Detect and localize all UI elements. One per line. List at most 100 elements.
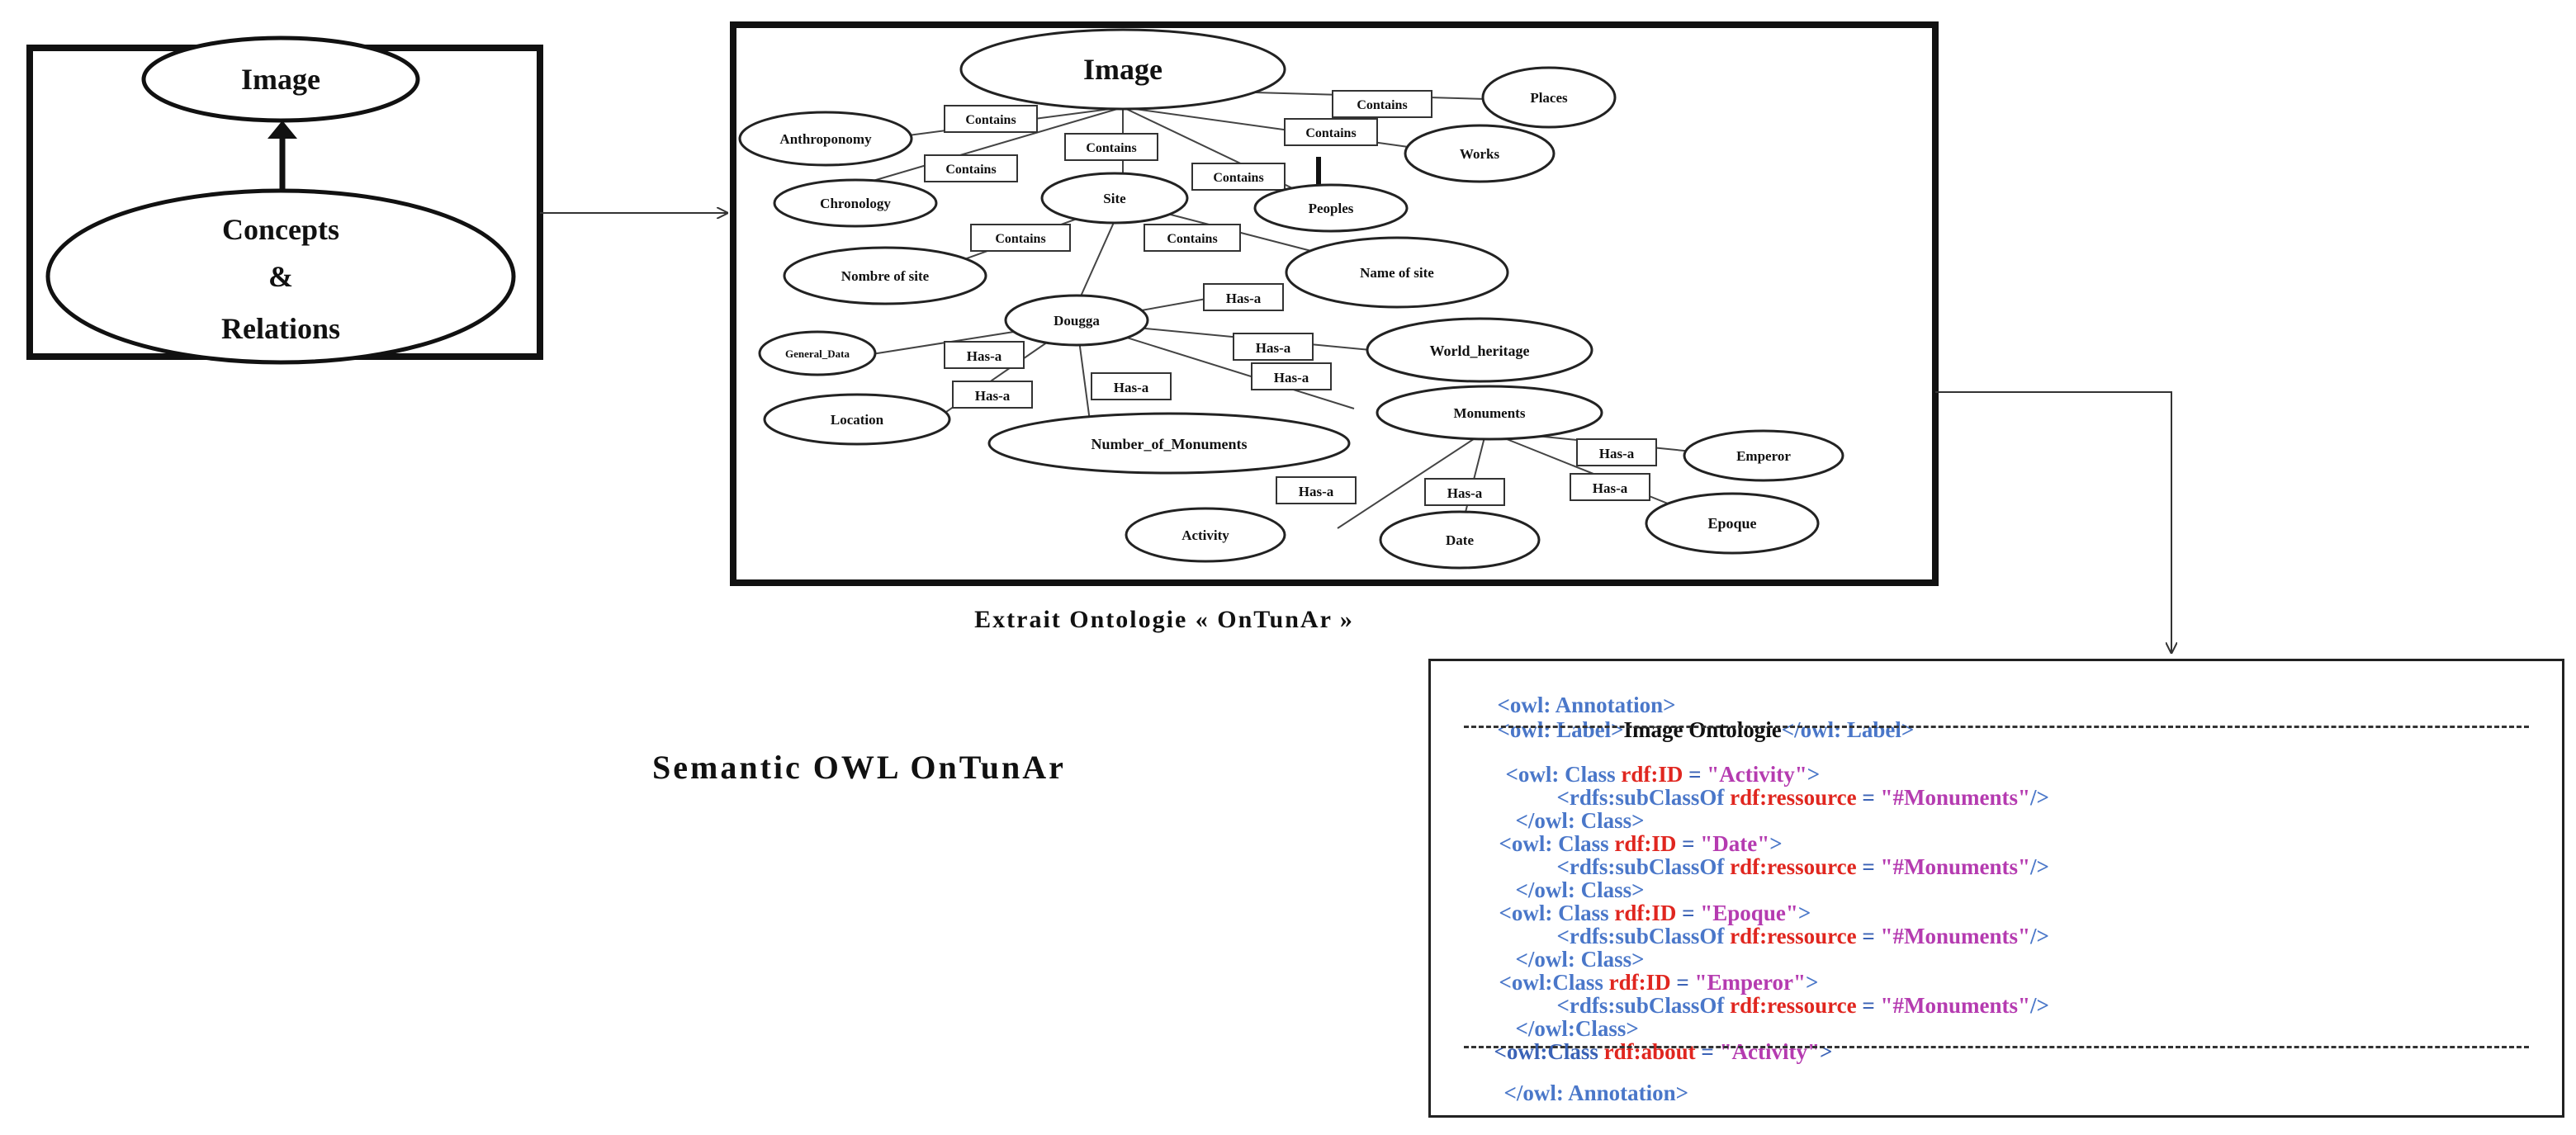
rel-hasa-epoque: Has-a: [1570, 473, 1650, 501]
svg-text:Has-a: Has-a: [1599, 446, 1635, 461]
rel-contains-anthroponomy: Contains: [944, 105, 1038, 133]
rel-contains-peoples: Contains: [1191, 163, 1286, 191]
svg-text:Emperor: Emperor: [1736, 448, 1791, 464]
svg-text:Activity: Activity: [1181, 527, 1229, 543]
node-image: Image: [959, 28, 1286, 111]
owl-divider-top: [1464, 726, 2529, 728]
owl-line-class-activity: <owl: Class rdf:ID = "Activity">: [1505, 762, 1821, 787]
svg-text:Peoples: Peoples: [1309, 201, 1354, 216]
rel-hasa-location: Has-a: [952, 381, 1033, 409]
rel-hasa-world-heritage: Has-a: [1233, 333, 1314, 361]
svg-text:Has-a: Has-a: [1114, 380, 1149, 395]
rel-contains-site: Contains: [1064, 133, 1158, 161]
svg-text:Has-a: Has-a: [1256, 340, 1291, 356]
svg-text:Dougga: Dougga: [1054, 313, 1100, 329]
node-nombre-of-site: Nombre of site: [783, 246, 987, 305]
svg-text:Contains: Contains: [1213, 171, 1263, 185]
left-image-node: [141, 35, 420, 123]
svg-text:Contains: Contains: [1167, 232, 1217, 246]
relation-labels: Contains Contains Contains Contains Cont…: [924, 90, 1657, 506]
owl-code-box: <owl: Annotation> <owl: Label>Image Onto…: [1428, 659, 2564, 1118]
owl-line-class-close-2: </owl: Class>: [1515, 877, 1645, 902]
owl-line-subclass-activity: <rdfs:subClassOf rdf:ressource = "#Monum…: [1556, 785, 2049, 810]
svg-text:Has-a: Has-a: [1274, 370, 1309, 385]
rel-hasa-date: Has-a: [1424, 478, 1505, 506]
node-anthroponomy: Anthroponomy: [738, 111, 913, 167]
node-works: Works: [1404, 124, 1556, 183]
owl-line-class-about: <owl:Class rdf:about = "Activity">: [1494, 1039, 1833, 1064]
rel-hasa-emperor: Has-a: [1576, 438, 1657, 466]
owl-line-annotation-close: </owl: Annotation>: [1503, 1081, 1689, 1105]
node-general-data: General_Data: [758, 330, 877, 376]
svg-text:Has-a: Has-a: [1299, 484, 1334, 499]
owl-line-label: <owl: Label>Image Ontologie</owl: Label>: [1497, 717, 1915, 742]
node-world-heritage: World_heritage: [1366, 317, 1593, 383]
owl-line-class-date: <owl: Class rdf:ID = "Date">: [1499, 831, 1783, 856]
semantic-owl-caption: Semantic OWL OnTunAr: [652, 749, 1066, 786]
svg-text:World_heritage: World_heritage: [1430, 343, 1530, 359]
svg-text:Contains: Contains: [1086, 141, 1136, 155]
rel-contains-nombre-of-site: Contains: [970, 224, 1071, 252]
svg-text:Has-a: Has-a: [967, 348, 1002, 364]
svg-text:Image: Image: [1083, 53, 1163, 86]
ontology-box: Contains Contains Contains Contains Cont…: [730, 21, 1939, 586]
rel-contains-works: Contains: [1284, 118, 1378, 146]
owl-line-class-close-4: </owl:Class>: [1515, 1016, 1639, 1041]
owl-line-class-epoque: <owl: Class rdf:ID = "Epoque">: [1499, 901, 1811, 925]
ontology-nodes: Image Places Works Anthroponomy Chronolo…: [738, 28, 1844, 570]
owl-line-class-close-1: </owl: Class>: [1515, 808, 1645, 833]
svg-text:Date: Date: [1446, 532, 1474, 548]
rel-contains-places: Contains: [1332, 90, 1432, 118]
concepts-label: Concepts: [222, 213, 339, 246]
concept-arrow-head: [268, 121, 297, 139]
svg-text:Monuments: Monuments: [1454, 405, 1526, 421]
node-name-of-site: Name of site: [1285, 236, 1509, 309]
svg-text:Contains: Contains: [1357, 98, 1407, 112]
owl-line-subclass-epoque: <rdfs:subClassOf rdf:ressource = "#Monum…: [1556, 924, 2049, 948]
concept-box: Image Concepts & Relations: [26, 35, 543, 365]
rel-contains-name-of-site: Contains: [1144, 224, 1241, 252]
svg-text:General_Data: General_Data: [785, 348, 850, 360]
svg-text:Contains: Contains: [1305, 126, 1356, 140]
node-number-of-monuments: Number_of_Monuments: [987, 412, 1351, 475]
svg-text:Contains: Contains: [945, 163, 996, 177]
owl-divider-bottom: [1464, 1046, 2529, 1048]
svg-text:Works: Works: [1460, 146, 1500, 162]
svg-text:Places: Places: [1530, 90, 1568, 106]
svg-text:Contains: Contains: [995, 232, 1045, 246]
ontology-caption: Extrait Ontologie « OnTunAr »: [974, 606, 1354, 633]
node-dougga: Dougga: [1004, 294, 1149, 347]
node-peoples: Peoples: [1253, 183, 1409, 233]
svg-text:Location: Location: [831, 412, 884, 428]
node-places: Places: [1481, 66, 1617, 129]
rel-hasa-number-of-monuments: Has-a: [1091, 372, 1172, 400]
node-monuments: Monuments: [1376, 385, 1603, 441]
svg-text:Has-a: Has-a: [975, 388, 1011, 404]
svg-text:Name of site: Name of site: [1360, 265, 1434, 281]
svg-text:Site: Site: [1103, 191, 1126, 206]
svg-text:Epoque: Epoque: [1707, 515, 1756, 532]
concepts-relations-node: [45, 188, 516, 365]
node-emperor: Emperor: [1683, 429, 1844, 482]
owl-line-class-emperor: <owl:Class rdf:ID = "Emperor">: [1499, 970, 1819, 995]
rel-hasa-general-data: Has-a: [944, 341, 1025, 369]
relations-label: Relations: [221, 312, 340, 345]
svg-text:Has-a: Has-a: [1593, 480, 1628, 496]
ampersand-label: &: [268, 260, 293, 293]
cursor-mark: [1316, 157, 1321, 187]
node-chronology: Chronology: [773, 178, 938, 228]
svg-text:Has-a: Has-a: [1447, 485, 1483, 501]
rel-hasa-site: Has-a: [1203, 283, 1284, 311]
svg-text:Nombre of site: Nombre of site: [841, 268, 930, 284]
node-epoque: Epoque: [1645, 492, 1820, 555]
svg-text:Number_of_Monuments: Number_of_Monuments: [1091, 436, 1248, 452]
rel-hasa-monuments: Has-a: [1251, 362, 1332, 390]
node-activity: Activity: [1125, 507, 1286, 563]
flow-arrow-2: [1935, 391, 2171, 652]
svg-text:Contains: Contains: [965, 113, 1016, 127]
svg-text:Chronology: Chronology: [820, 196, 891, 211]
node-site: Site: [1040, 172, 1189, 225]
owl-line-subclass-emperor: <rdfs:subClassOf rdf:ressource = "#Monum…: [1556, 993, 2049, 1018]
left-image-label: Image: [241, 63, 320, 96]
